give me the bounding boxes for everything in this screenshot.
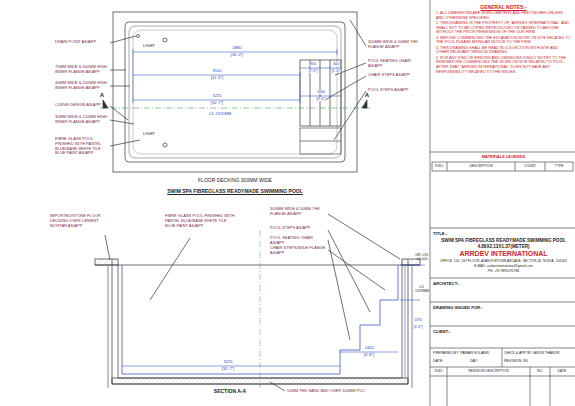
drawing-label: POOL STEPS AS/APP xyxy=(368,88,426,93)
drawing-label: LIGHT xyxy=(143,44,165,49)
drawing-label: CHAIR STEPS/WIDE FLANGE AS/APP xyxy=(270,246,328,256)
drawing-label: 4880 xyxy=(232,46,242,51)
drawing-label: 3225 xyxy=(223,360,233,365)
drawing-label: PREPARED BY: PAWAN SOLANKI xyxy=(433,351,501,355)
drawing-label: DATE xyxy=(550,369,574,373)
drawing-label: [2'-9"] xyxy=(308,69,318,73)
drawing-label: SWIM SPA FIBREGLASS READYMADE SWIMMING P… xyxy=(436,238,571,249)
drawing-label: PH: +91 9891291788 xyxy=(436,270,571,274)
drawing-label: 50MM THK SAND BED OVER 100MM PCC xyxy=(287,389,397,394)
drawing-label: TYPE xyxy=(545,164,573,168)
drawing-label: 1420 xyxy=(364,346,374,351)
drawing-label: 3. BEFORE COMMENCING THE EXCAVATION WORK… xyxy=(436,36,571,45)
drawing-label: [16'-0"] xyxy=(230,53,243,58)
drawing-label: 2. THIS DRAWING IS THE PROPERTY OF "ARRD… xyxy=(436,21,571,35)
drawing-label: 300 xyxy=(333,62,340,66)
drawing-label: S.NO. xyxy=(431,369,447,373)
drawing-label: 4. THIS DRAWING SHALL BE READ IN COLLECT… xyxy=(436,46,571,55)
drawing-label: L/L 1370MM xyxy=(208,112,231,117)
drawing-label: 300MM WIDE & 50MM THK FLANGE AS/APP xyxy=(368,40,426,50)
drawing-label: ARCHITECT:- xyxy=(433,281,493,286)
drawing-label: SECTION A-A xyxy=(200,388,260,394)
drawing-label: 1370 xyxy=(414,318,423,322)
drawing-label: POOL SEATING CHAIR AS/APP xyxy=(270,236,328,246)
drawing-label: IMPORTED/STONE FLOOR DECKING OVER CEMENT… xyxy=(50,214,112,228)
drawing-label: SWIM SPA FIBREGLASS READYMADE SWIMMING P… xyxy=(150,188,320,194)
drawing-label: POOL STEPS AS/APP xyxy=(270,226,328,231)
drawing-label: 5. FOR ANY KIND OF ERRORS AND OMISSIONS … xyxy=(436,56,571,74)
drawing-label: POOL SEATING CHAIR AS/APP xyxy=(368,59,426,69)
drawing-label: GENERAL NOTES:- xyxy=(436,4,571,10)
drawing-label: A xyxy=(363,92,371,99)
drawing-label: [1'-0"] xyxy=(331,69,341,73)
drawing-label: 850 xyxy=(310,62,317,66)
drawing-label: CLIENT:- xyxy=(433,329,493,334)
drawing-label: FIBRE GLASS POOL FINISHED WITH PASTEL BL… xyxy=(55,137,110,156)
drawing-label: CURVE DESIGN AS/APP xyxy=(55,103,110,108)
drawing-label: [4'-8"] xyxy=(363,353,374,358)
drawing-label: DAY: xyxy=(470,359,500,363)
drawing-label: DESCRIPTION xyxy=(447,164,515,168)
drawing-label: ARRDEV INTERNATIONAL xyxy=(436,250,571,258)
drawing-label: 3510 xyxy=(212,69,222,74)
drawing-label: 40MM WIDE & 200MM HIGH INNER FLANGE AS/A… xyxy=(55,81,110,91)
drawing-label: [11'-6"] xyxy=(210,76,223,81)
drawing-label: FIBRE GLASS POOL FINISHED WITH PASTEL BL… xyxy=(165,214,235,228)
drawing-label: CHK'D & APP BY: ARUN THAKUR xyxy=(504,351,574,355)
drawing-label: DRAIN POINT AS/APP xyxy=(55,40,110,45)
drawing-label: OFFICE: 150, 1ST FLOOR, AVAN FORTUNE ARC… xyxy=(436,260,571,264)
drawing-label: 30MM WIDE & 120MM HIGH INNER FLANGE AS/A… xyxy=(55,115,110,125)
drawing-label: 1. ALL DIMENSIONS ARE IN MILLIMETERS AND… xyxy=(436,11,571,20)
drawing-label: L/L 1370MM xyxy=(414,285,430,294)
drawing-label: NO. xyxy=(530,369,550,373)
drawing-label: DRAWING ISSUED FOR:- xyxy=(433,305,513,310)
drawing-label: [3'-6"] xyxy=(316,97,326,101)
drawing-label: S.NO. xyxy=(432,164,447,168)
drawing-label: FLOOR DECKING 300MM WIDE xyxy=(170,177,300,183)
drawing-label: [10'-7"] xyxy=(221,367,234,372)
drawing-label: REVISION DESCRIPTION xyxy=(447,369,530,373)
drawing-label: 75MM WIDE & 600MM HIGH INNER FLANGE AS/A… xyxy=(55,65,110,75)
drawing-label: REVISION: R0 xyxy=(504,359,564,363)
drawing-label: COUNT xyxy=(515,164,545,168)
drawing-label: A xyxy=(98,92,106,99)
drawing-label: [10'-7"] xyxy=(210,101,223,106)
drawing-label: GR. LVL ±0.000 xyxy=(414,253,430,262)
drawing-label: [4'-6"] xyxy=(413,325,423,329)
drawing-label: CHAIR STEPS AS/APP xyxy=(368,73,426,78)
drawing-label: MATERIALS LEGENDS xyxy=(436,155,571,160)
drawing-label: 1060 xyxy=(317,90,326,94)
drawing-label: 3225 xyxy=(212,94,222,99)
drawing-label: E-MAIL: arrdevinternational@gmail.com xyxy=(436,265,571,269)
drawing-label: 300MM WIDE & 50MM THK FLANGE AS/APP xyxy=(270,207,328,217)
drawing-label: TITLE:- xyxy=(433,231,473,236)
drawing-label: LIGHT xyxy=(143,132,165,137)
drawing-label: DATE: xyxy=(433,359,463,363)
